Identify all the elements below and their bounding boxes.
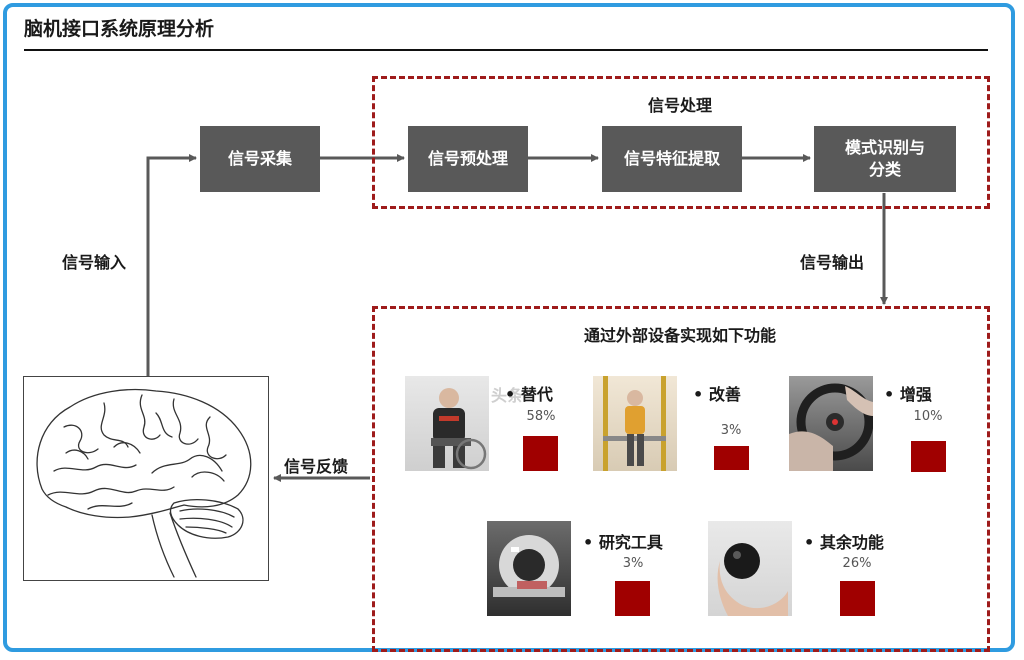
applications-heading: 通过外部设备实现如下功能 bbox=[583, 326, 777, 345]
preprocessing-box: 信号预处理 bbox=[408, 126, 528, 192]
signal-processing-group bbox=[372, 76, 990, 209]
pattern-recognition-label: 模式识别与 分类 bbox=[844, 138, 925, 179]
bullet: • bbox=[505, 385, 516, 404]
steering-wheel-photo bbox=[789, 376, 873, 471]
signal-feedback-label: 信号反馈 bbox=[284, 457, 349, 476]
rehab-exoskeleton-photo bbox=[593, 376, 677, 471]
app-item-name-improve: • 改善 bbox=[693, 381, 741, 405]
app-item-percent: 3% bbox=[622, 556, 644, 571]
app-item-percent: 3% bbox=[720, 423, 742, 438]
app-item-label: 其余功能 bbox=[819, 533, 884, 552]
app-item-label: 改善 bbox=[708, 385, 741, 404]
signal-acquisition-box: 信号采集 bbox=[200, 126, 320, 192]
mri-scanner-photo bbox=[487, 521, 571, 616]
app-item-indicator bbox=[714, 446, 749, 470]
app-item-label: 研究工具 bbox=[598, 533, 663, 552]
brain-illustration-frame bbox=[23, 376, 269, 581]
app-item-percent: 10% bbox=[913, 409, 943, 424]
bullet: • bbox=[804, 533, 815, 552]
app-item-label: 增强 bbox=[899, 385, 932, 404]
brain-icon bbox=[36, 388, 252, 578]
feature-extraction-label: 信号特征提取 bbox=[623, 149, 720, 168]
app-item-name-substitute: • 替代 bbox=[505, 381, 553, 405]
pattern-recognition-box: 模式识别与 分类 bbox=[814, 126, 956, 192]
stress-ball-photo bbox=[708, 521, 792, 616]
app-item-percent: 58% bbox=[526, 409, 556, 424]
app-item-label: 替代 bbox=[520, 385, 553, 404]
preprocessing-label: 信号预处理 bbox=[427, 149, 508, 168]
page-title: 脑机接口系统原理分析 bbox=[24, 18, 215, 40]
bullet: • bbox=[583, 533, 594, 552]
app-item-name-enhance: • 增强 bbox=[884, 381, 932, 405]
signal-input-label: 信号输入 bbox=[62, 253, 127, 272]
watermark: 头条 bbox=[491, 386, 524, 405]
signal-processing-label: 信号处理 bbox=[647, 96, 713, 115]
feature-extraction-box: 信号特征提取 bbox=[602, 126, 742, 192]
bullet: • bbox=[884, 385, 895, 404]
signal-output-label: 信号输出 bbox=[800, 253, 865, 272]
app-item-percent: 26% bbox=[842, 556, 872, 571]
app-item-indicator bbox=[840, 581, 875, 616]
wheelchair-photo bbox=[405, 376, 489, 471]
app-item-name-research-tool: • 研究工具 bbox=[583, 529, 663, 553]
app-item-name-other: • 其余功能 bbox=[804, 529, 884, 553]
app-item-indicator bbox=[615, 581, 650, 616]
bullet: • bbox=[693, 385, 704, 404]
applications-group bbox=[372, 306, 990, 652]
signal-acquisition-label: 信号采集 bbox=[227, 149, 292, 168]
app-item-indicator bbox=[523, 436, 558, 471]
app-item-indicator bbox=[911, 441, 946, 472]
title-divider bbox=[24, 49, 988, 51]
input-arrow bbox=[146, 154, 197, 376]
